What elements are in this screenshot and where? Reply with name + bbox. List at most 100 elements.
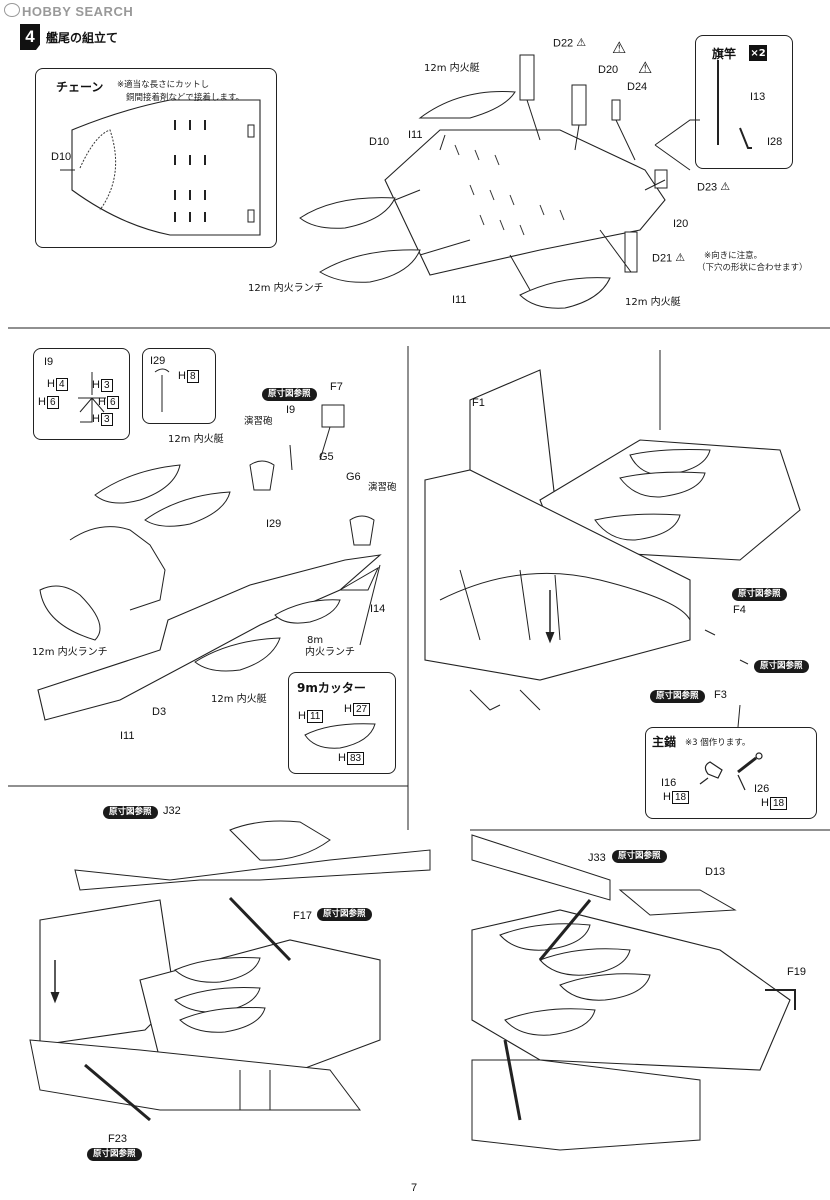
label-d23-text: D23 — [697, 181, 718, 194]
ref-badge: 原寸図参照 — [103, 806, 158, 820]
label-f1: F1 — [472, 397, 485, 409]
label-d21: D21⚠ — [652, 253, 685, 264]
ref-badge: 原寸図参照 — [650, 690, 705, 704]
label-j33: J33 — [588, 852, 606, 864]
anchor-note: ※3 個作ります。 — [685, 738, 751, 748]
h-number: 27 — [352, 703, 371, 716]
page-number: 7 — [411, 1182, 418, 1194]
h-prefix: H — [344, 703, 352, 715]
ref-badge: 原寸図参照 — [317, 908, 372, 922]
warning-icon: ⚠ — [638, 58, 653, 77]
h-prefix: H — [178, 370, 186, 382]
warning-icon: ⚠ — [576, 37, 587, 49]
label-d20: D20 — [598, 64, 619, 76]
label-i14: I14 — [370, 603, 386, 615]
watermark-logo-icon — [4, 3, 20, 17]
d21-note-line2: （下穴の形状に合わせます） — [697, 263, 808, 273]
warning-icon: ⚠ — [675, 252, 686, 264]
step-number-badge: 4 — [20, 24, 40, 50]
h-prefix: H — [663, 791, 671, 803]
label-i13: I13 — [750, 91, 766, 103]
label-j32: J32 — [163, 805, 181, 817]
label-d10-top: D10 — [369, 136, 390, 148]
i9-box-title: I9 — [44, 356, 54, 368]
chain-title: チェーン — [56, 80, 104, 94]
watermark: HOBBY SEARCH — [4, 3, 133, 19]
i29-detail-box — [142, 348, 216, 424]
h-prefix: H — [38, 396, 46, 408]
h-number: 6 — [46, 396, 59, 409]
flagpole-box — [695, 35, 793, 169]
chain-note-line1: ※適当な長さにカットし — [117, 80, 210, 90]
label-i11-bottom: I11 — [452, 294, 467, 306]
h-number: 3 — [100, 379, 113, 392]
ref-badge: 原寸図参照 — [612, 850, 667, 864]
ref-badge: 原寸図参照 — [87, 1148, 142, 1162]
h-prefix: H — [298, 710, 306, 722]
warning-icon: ⚠ — [720, 181, 731, 193]
h-number: 18 — [671, 791, 690, 804]
step-header: 4 艦尾の組立て — [20, 24, 118, 50]
h-number: 4 — [55, 378, 68, 391]
label-g5: G5 — [319, 451, 334, 463]
label-12m-boat-right: 12m 内火艇 — [625, 297, 681, 308]
label-12m-boat-mid2: 12m 内火艇 — [211, 694, 267, 705]
label-d13: D13 — [705, 866, 726, 878]
ref-badge: 原寸図参照 — [262, 388, 317, 402]
step-number: 4 — [25, 27, 35, 46]
ref-badge: 原寸図参照 — [732, 588, 787, 602]
label-i11-top: I11 — [408, 129, 423, 141]
h-number: 6 — [106, 396, 119, 409]
label-i20: I20 — [673, 218, 689, 230]
label-i28: I28 — [767, 136, 783, 148]
label-i29: I29 — [266, 518, 282, 530]
label-practice-gun-2: 演習砲 — [368, 482, 397, 493]
label-d23: D23⚠ — [697, 182, 730, 193]
label-practice-gun-1: 演習砲 — [244, 416, 273, 427]
chain-note-line2: 銅間接着剤などで接着します。 — [126, 93, 244, 103]
label-f23: F23 — [108, 1133, 127, 1145]
label-12m-launch-top: 12m 内火ランチ — [248, 283, 324, 294]
anchor-title: 主錨 — [652, 735, 677, 749]
h-number: 83 — [346, 752, 365, 765]
label-g6: G6 — [346, 471, 361, 483]
h-prefix: H — [98, 396, 106, 408]
label-12m-launch-mid: 12m 内火ランチ — [32, 647, 108, 658]
anchor-i16: I16 — [661, 777, 677, 789]
anchor-i26: I26 — [754, 783, 770, 795]
chain-detail-box — [35, 68, 277, 248]
label-i11-mid: I11 — [120, 730, 135, 742]
label-8m-launch: 内火ランチ — [305, 647, 355, 658]
h-prefix: H — [92, 413, 100, 425]
h-prefix: H — [338, 752, 346, 764]
label-12m-boat-top: 12m 内火艇 — [424, 63, 480, 74]
label-d21-text: D21 — [652, 252, 673, 265]
h-number: 8 — [186, 370, 199, 383]
label-d3: D3 — [152, 706, 167, 718]
label-d22-text: D22 — [553, 37, 574, 50]
i29-box-title: I29 — [150, 355, 166, 367]
multiplier-text: ×2 — [750, 47, 766, 59]
label-f19: F19 — [787, 966, 806, 978]
label-i9: I9 — [286, 404, 296, 416]
label-d22: D22⚠ — [553, 38, 586, 49]
flagpole-title: 旗竿 — [712, 47, 737, 61]
label-f3: F3 — [714, 689, 727, 701]
label-f7: F7 — [330, 381, 343, 393]
h-prefix: H — [92, 379, 100, 391]
label-d24: D24 — [627, 81, 648, 93]
h-number: 18 — [769, 797, 788, 810]
d21-note-line1: ※向きに注意。 — [704, 251, 763, 261]
warning-icon: ⚠ — [612, 38, 627, 57]
